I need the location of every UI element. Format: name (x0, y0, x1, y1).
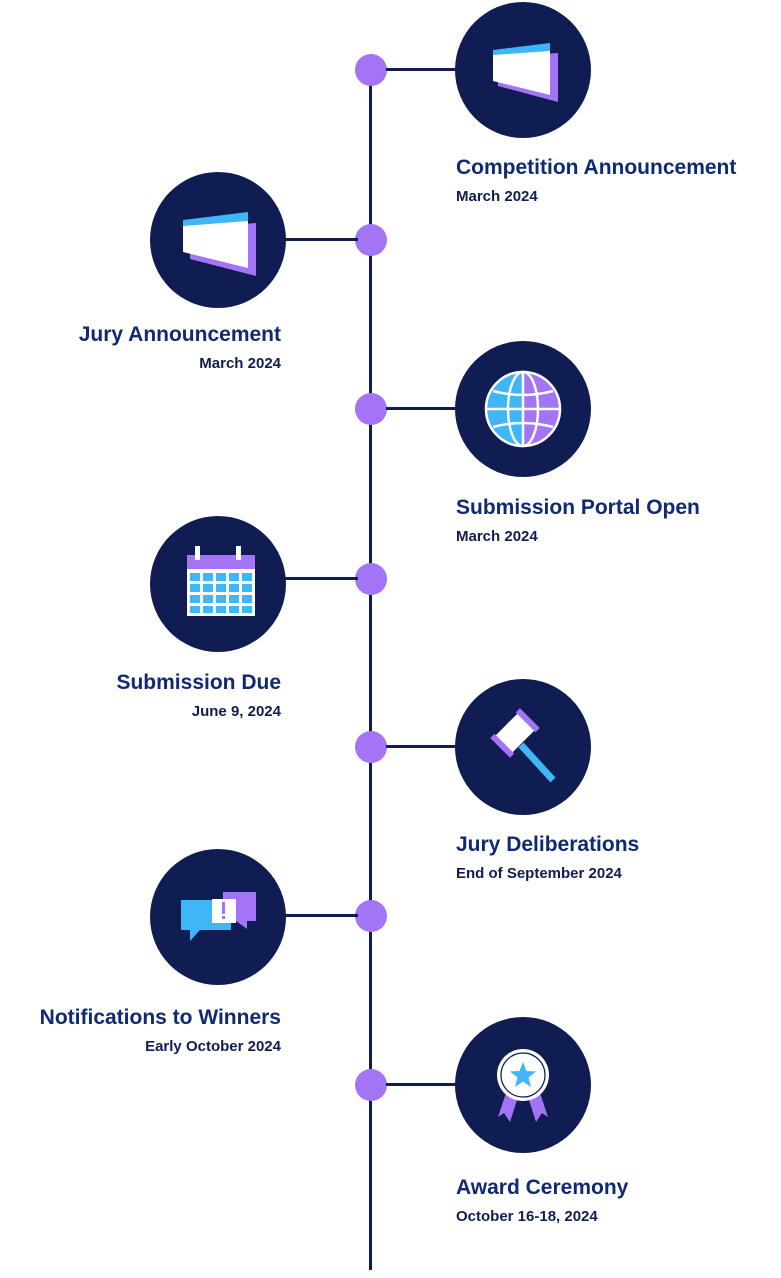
milestone-date: March 2024 (456, 188, 538, 205)
milestone-date: March 2024 (199, 355, 281, 372)
award-ribbon-icon (497, 1049, 549, 1122)
timeline-dot (355, 1069, 387, 1101)
timeline-spine (369, 68, 372, 1270)
timeline-dot (355, 224, 387, 256)
connector-line (284, 577, 358, 580)
milestone-title: Jury Announcement (78, 323, 281, 346)
milestone-date: October 16-18, 2024 (456, 1208, 598, 1225)
trapezoid-logo-icon (183, 212, 256, 276)
timeline-dot (355, 54, 387, 86)
milestone-date: June 9, 2024 (191, 703, 281, 720)
milestone-date: End of September 2024 (456, 865, 622, 882)
connector-line (284, 914, 358, 917)
milestone-title: Award Ceremony (456, 1176, 629, 1199)
timeline-dot (355, 393, 387, 425)
timeline-dot (355, 900, 387, 932)
milestone-title: Submission Due (116, 671, 281, 694)
milestone-title: Submission Portal Open (456, 496, 700, 519)
chat-bubbles-icon (181, 892, 256, 941)
calendar-icon (187, 546, 255, 616)
milestone-icon-circle (455, 341, 591, 477)
connector-line (284, 238, 358, 241)
milestone-title: Competition Announcement (456, 156, 737, 179)
milestone-icon-circle (150, 849, 286, 985)
milestone-icon-circle (455, 2, 591, 138)
connector-line (386, 1083, 458, 1086)
timeline-dot (355, 563, 387, 595)
connector-line (386, 68, 458, 71)
milestone-title: Jury Deliberations (456, 833, 640, 856)
gavel-icon (490, 708, 556, 783)
milestone-icon-circle (150, 516, 286, 652)
milestone-date: March 2024 (456, 528, 538, 545)
milestone-icon-circle (455, 679, 591, 815)
milestone-date: Early October 2024 (145, 1038, 281, 1055)
milestone-title: Notifications to Winners (39, 1006, 281, 1029)
connector-line (386, 407, 458, 410)
connector-line (386, 745, 458, 748)
globe-icon (484, 370, 562, 448)
timeline-dot (355, 731, 387, 763)
trapezoid-logo-icon (493, 43, 558, 102)
milestone-icon-circle (455, 1017, 591, 1153)
milestone-icon-circle (150, 172, 286, 308)
